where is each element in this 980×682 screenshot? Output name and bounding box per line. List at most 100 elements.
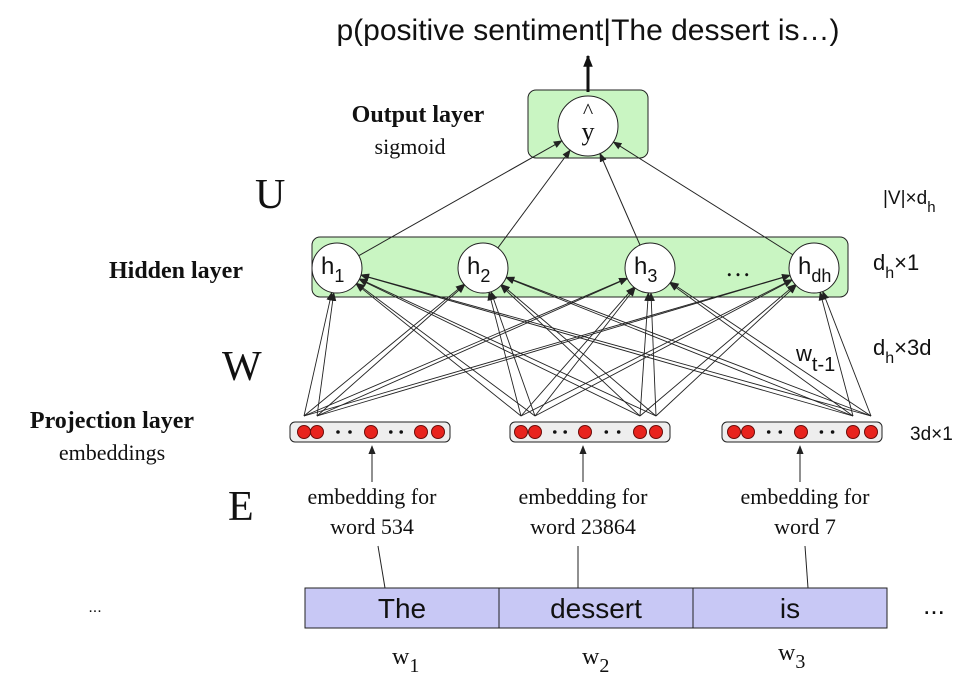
edge-projection-to-hidden-27 xyxy=(669,282,854,417)
embedding-unit-3-2 xyxy=(741,425,755,439)
embedding-unit-2-1 xyxy=(514,425,528,439)
embedding-unit-3-5 xyxy=(864,425,878,439)
embedding-unit-2-2 xyxy=(528,425,542,439)
weight-w-label: W xyxy=(222,344,262,390)
diagram-title: p(positive sentiment|The dessert is…) xyxy=(337,14,840,47)
embedding-gap-dot-1-b1 xyxy=(389,430,393,434)
edge-projection-to-hidden-7 xyxy=(316,278,629,417)
connection-edges xyxy=(303,140,872,417)
embedding-gap-dot-1-a2 xyxy=(348,430,352,434)
embedding-unit-1-3 xyxy=(364,425,378,439)
embedding-gap-dot-3-a1 xyxy=(766,430,771,434)
right-ellipsis: ... xyxy=(923,590,945,620)
edge-projection-to-hidden-28 xyxy=(818,291,854,417)
embedding-gap-dot-2-b1 xyxy=(604,430,609,434)
embedding-gap-dot-1-a1 xyxy=(336,430,340,434)
output-node-hat: ^ xyxy=(583,98,594,123)
embedding-vectors xyxy=(289,421,883,482)
hidden-node-2-base: h xyxy=(467,253,480,280)
edge-projection-to-hidden-3 xyxy=(303,277,628,417)
embedding-caption-2-line1: embedding for xyxy=(519,484,649,509)
edge-projection-to-hidden-25 xyxy=(360,273,854,417)
hidden-node-3 xyxy=(624,242,676,294)
embedding-gap-dot-3-a2 xyxy=(778,430,783,434)
edge-projection-to-hidden-30 xyxy=(505,276,872,417)
weight-e-label: E xyxy=(228,484,254,530)
edge-hidden-1-to-output xyxy=(357,140,563,257)
output-activation-label: sigmoid xyxy=(375,134,446,159)
word-2: dessert xyxy=(550,593,642,624)
embedding-unit-2-3 xyxy=(578,425,592,439)
embedding-unit-3-1 xyxy=(727,425,741,439)
embedding-unit-3-3 xyxy=(794,425,808,439)
edge-projection-to-hidden-26 xyxy=(505,277,854,417)
edge-projection-to-hidden-23 xyxy=(647,292,657,417)
edge-projection-to-hidden-24 xyxy=(655,284,797,417)
hidden-node-1-sub: 1 xyxy=(334,266,344,286)
hidden-node-4-label: hdh xyxy=(798,253,831,286)
weight-u-label: U xyxy=(255,172,285,218)
embedding-gap-dot-2-a1 xyxy=(553,430,557,434)
hidden-node-4-base: h xyxy=(798,253,811,280)
embedding-captions: embedding for word 534 embedding for wor… xyxy=(308,484,871,539)
edge-projection-to-hidden-31 xyxy=(669,281,872,417)
hidden-node-1-label: h1 xyxy=(321,253,344,286)
hidden-node-2-label: h2 xyxy=(467,253,490,286)
output-node xyxy=(557,95,619,157)
left-ellipsis: ... xyxy=(88,599,101,616)
embedding-unit-1-2 xyxy=(310,425,324,439)
embedding-gap-dot-3-b2 xyxy=(830,430,835,434)
edge-projection-to-hidden-21 xyxy=(358,278,657,417)
embedding-caption-1-line1: embedding for xyxy=(308,484,438,509)
edge-projection-to-hidden-8 xyxy=(316,274,791,417)
projection-layer-label: Projection layer xyxy=(30,408,195,434)
edge-hidden-3-to-output xyxy=(599,152,641,247)
word-index-1: w1 xyxy=(392,644,419,677)
embedding-unit-1-1 xyxy=(297,425,311,439)
embedding-unit-2-4 xyxy=(633,425,647,439)
edge-projection-to-hidden-16 xyxy=(534,279,793,417)
edge-hidden-2-to-output xyxy=(496,149,571,250)
edge-projection-to-hidden-5 xyxy=(316,291,337,417)
edge-projection-to-hidden-9 xyxy=(355,283,522,417)
dim-w: dh×3d xyxy=(873,335,931,367)
hidden-node-2-sub: 2 xyxy=(480,266,490,286)
hidden-node-3-label: h3 xyxy=(634,253,657,286)
edge-projection-to-hidden-2 xyxy=(303,283,465,417)
word-index-3: w3 xyxy=(778,640,805,673)
edge-projection-to-hidden-1 xyxy=(303,291,334,417)
edge-projection-to-hidden-6 xyxy=(316,284,466,417)
word-3: is xyxy=(780,593,800,624)
edge-projection-to-hidden-32 xyxy=(822,290,872,417)
edge-projection-to-hidden-17 xyxy=(358,278,641,417)
hidden-node-1-base: h xyxy=(321,253,334,280)
edge-hidden-4-to-output xyxy=(612,141,795,256)
embedding-unit-1-4 xyxy=(414,425,428,439)
embedding-gap-dot-1-b2 xyxy=(399,430,404,434)
word-sequence: The dessert is ... ... xyxy=(88,545,945,629)
edge-projection-to-hidden-4 xyxy=(303,274,791,417)
edge-projection-to-hidden-12 xyxy=(520,279,793,417)
hidden-node-3-sub: 3 xyxy=(647,266,657,286)
word-1: The xyxy=(378,593,426,624)
embedding-caption-1-line2: word 534 xyxy=(330,514,414,539)
hidden-node-2 xyxy=(457,242,509,294)
embedding-caption-3-line1: embedding for xyxy=(741,484,871,509)
word-connector-3 xyxy=(804,545,809,589)
edge-projection-to-hidden-20 xyxy=(639,283,796,417)
word-index-2: w2 xyxy=(582,644,609,677)
edge-projection-to-hidden-29 xyxy=(360,273,872,417)
hidden-node-4-sub: dh xyxy=(811,266,831,286)
edge-projection-to-hidden-22 xyxy=(500,284,657,417)
word-box-1 xyxy=(304,587,500,629)
hidden-ellipsis: … xyxy=(725,253,751,282)
hidden-node-3-base: h xyxy=(634,253,647,280)
embedding-gap-dot-3-b1 xyxy=(819,430,824,434)
embedding-unit-1-5 xyxy=(431,425,445,439)
embedding-caption-3-line2: word 7 xyxy=(774,514,836,539)
hidden-layer-box xyxy=(311,236,849,298)
edge-projection-to-hidden-15 xyxy=(534,287,636,417)
